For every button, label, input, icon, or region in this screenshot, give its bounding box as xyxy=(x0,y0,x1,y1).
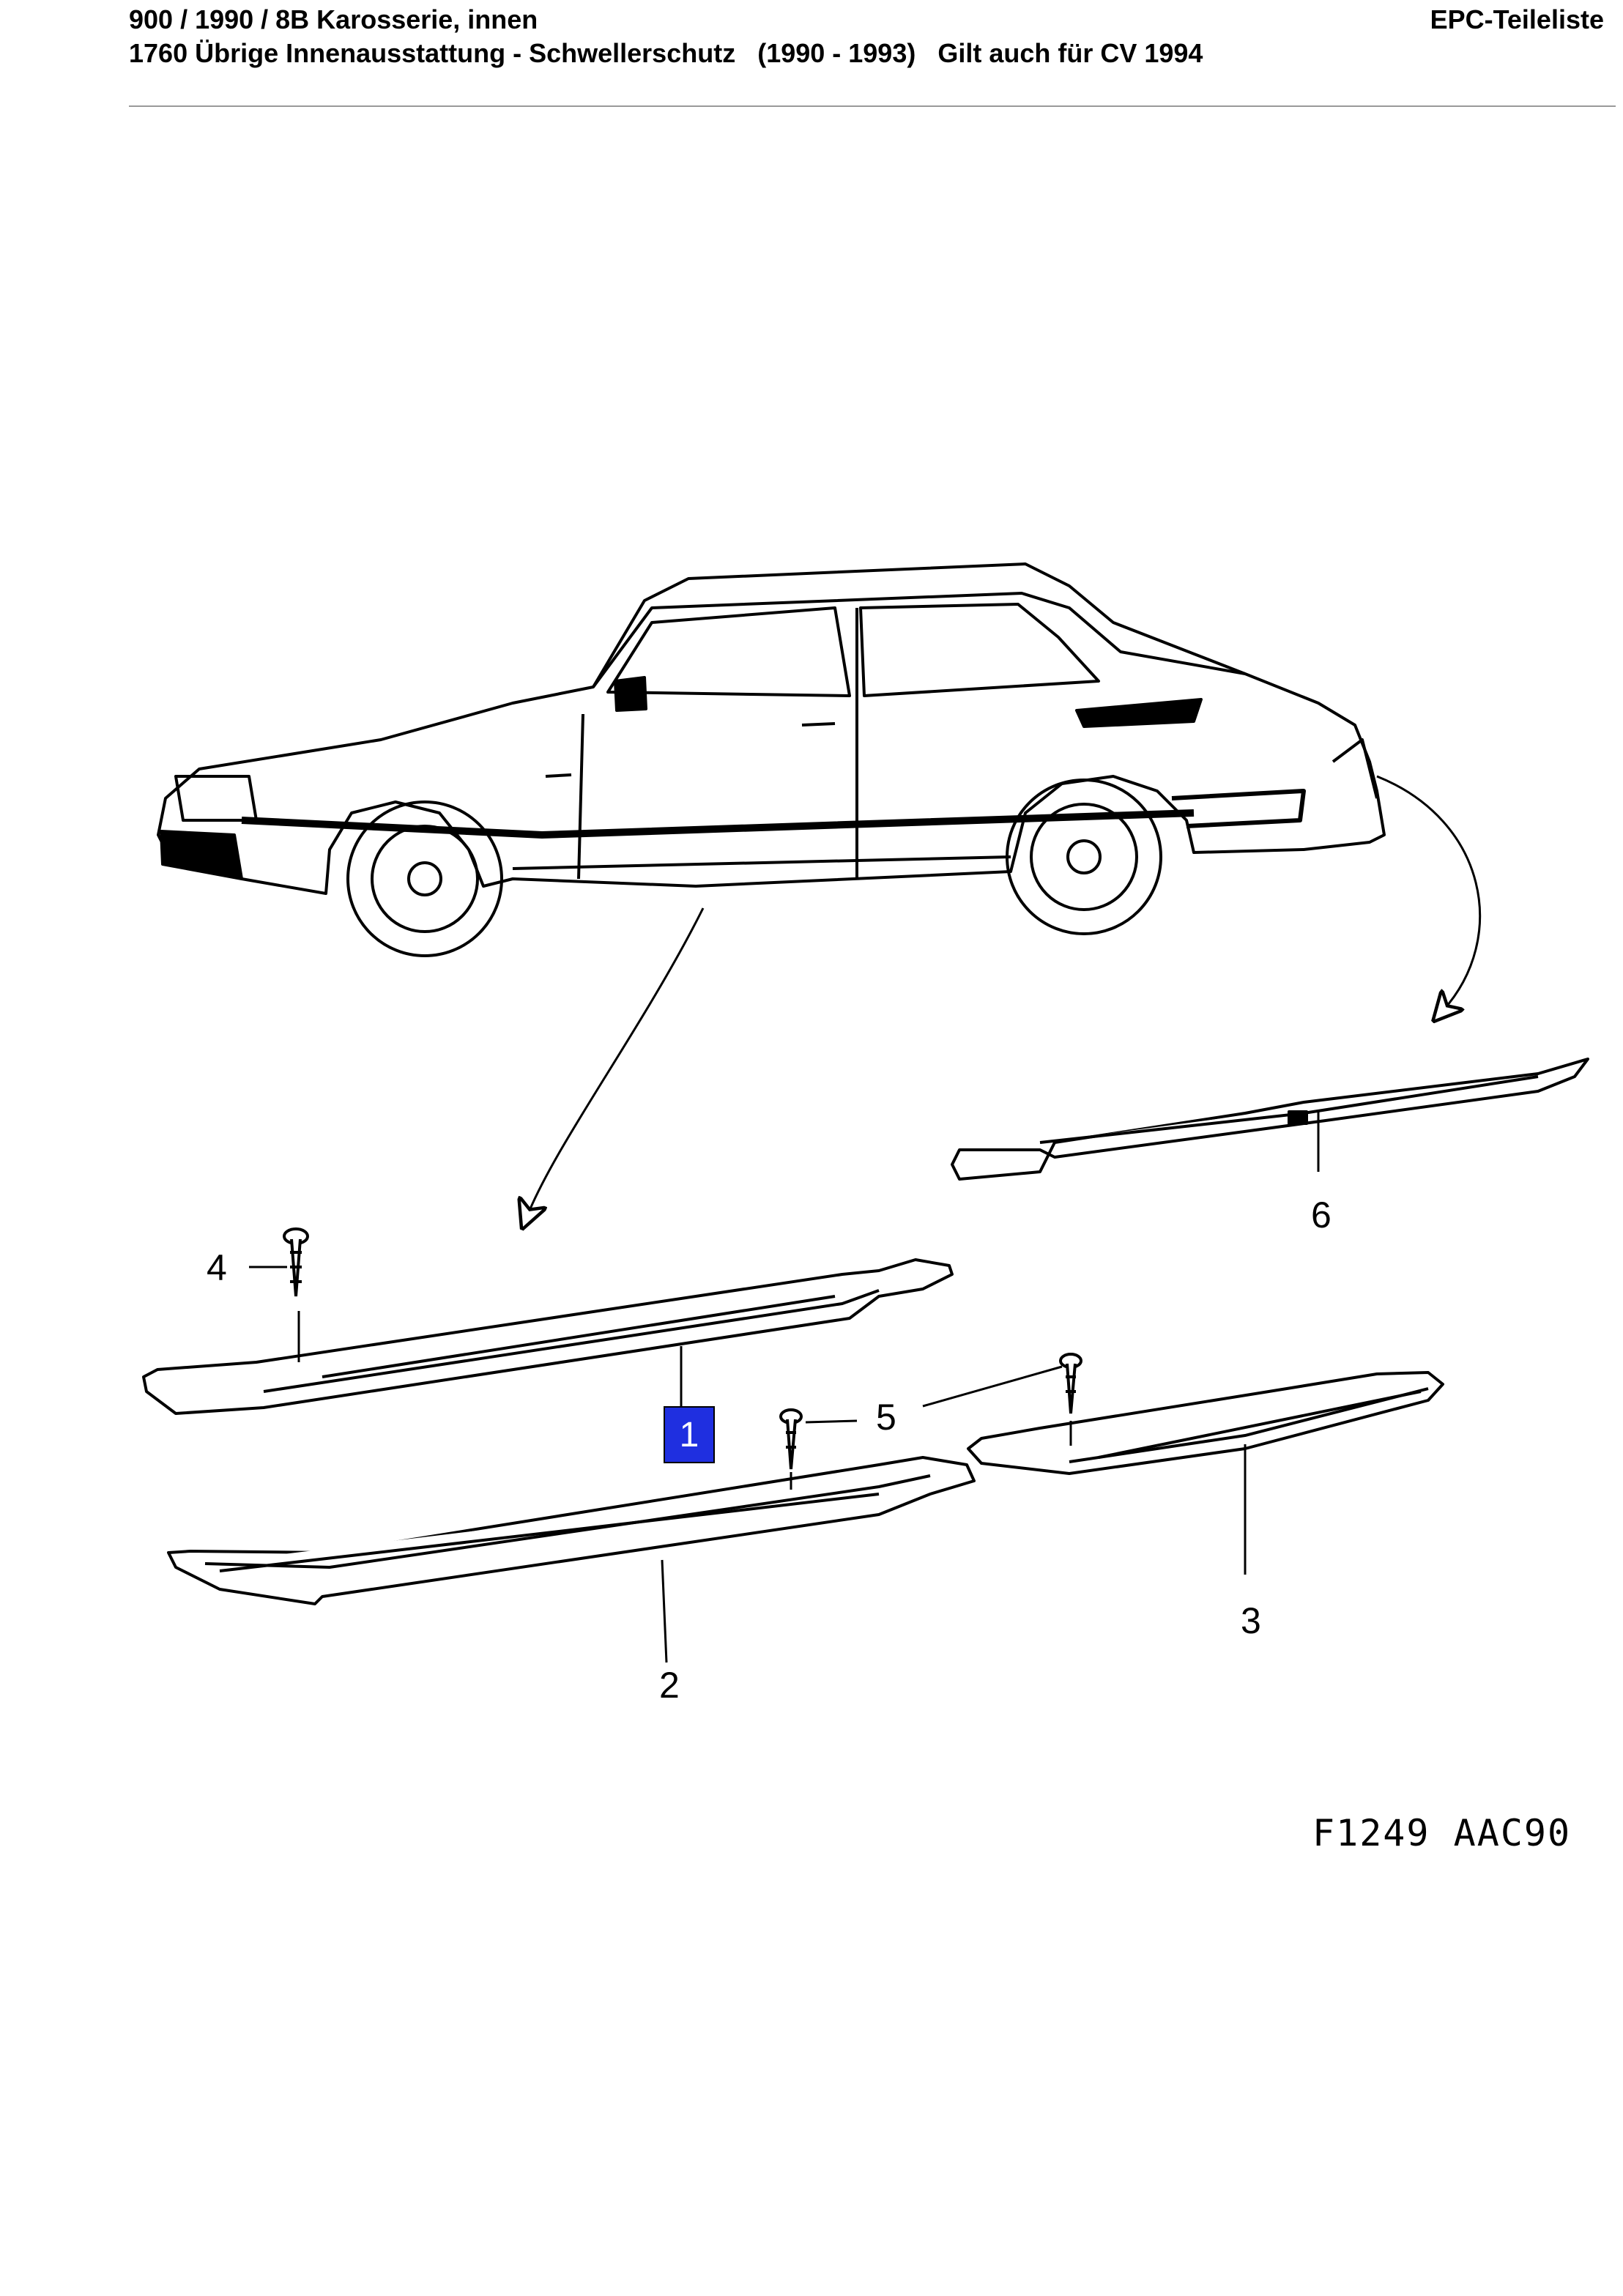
part-3-sill-plate xyxy=(967,1371,1444,1475)
part-2-sill-plate xyxy=(167,1456,976,1605)
callout-1: 1 xyxy=(679,1416,699,1454)
part-6-rear-sill-plate xyxy=(951,1058,1589,1181)
pointer-arrow-front xyxy=(527,907,705,1216)
part-1-sill-plate xyxy=(142,1258,954,1415)
callout-1-highlight[interactable] xyxy=(664,1406,715,1463)
callout-5: 5 xyxy=(876,1397,896,1438)
header-divider xyxy=(129,105,1616,107)
page-title-line-1: 900 / 1990 / 8B Karosserie, innen xyxy=(129,4,538,34)
car-illustration xyxy=(157,562,1386,957)
callout-3: 3 xyxy=(1241,1600,1261,1641)
callout-leader-lines xyxy=(249,1110,1320,1663)
callout-4: 4 xyxy=(207,1247,227,1288)
document-type-label: EPC-Teileliste xyxy=(1430,4,1604,34)
screw-part-5b xyxy=(1059,1353,1082,1414)
figure-code: F1249 AAC90 xyxy=(1312,1812,1572,1854)
callout-2: 2 xyxy=(659,1665,680,1706)
screw-part-4 xyxy=(283,1227,309,1297)
pointer-arrow-rear xyxy=(1376,775,1482,1011)
callout-6: 6 xyxy=(1311,1195,1332,1236)
screw-part-5a xyxy=(779,1408,803,1470)
page-title-line-2: 1760 Übrige Innenausstattung - Schweller… xyxy=(129,38,1203,68)
